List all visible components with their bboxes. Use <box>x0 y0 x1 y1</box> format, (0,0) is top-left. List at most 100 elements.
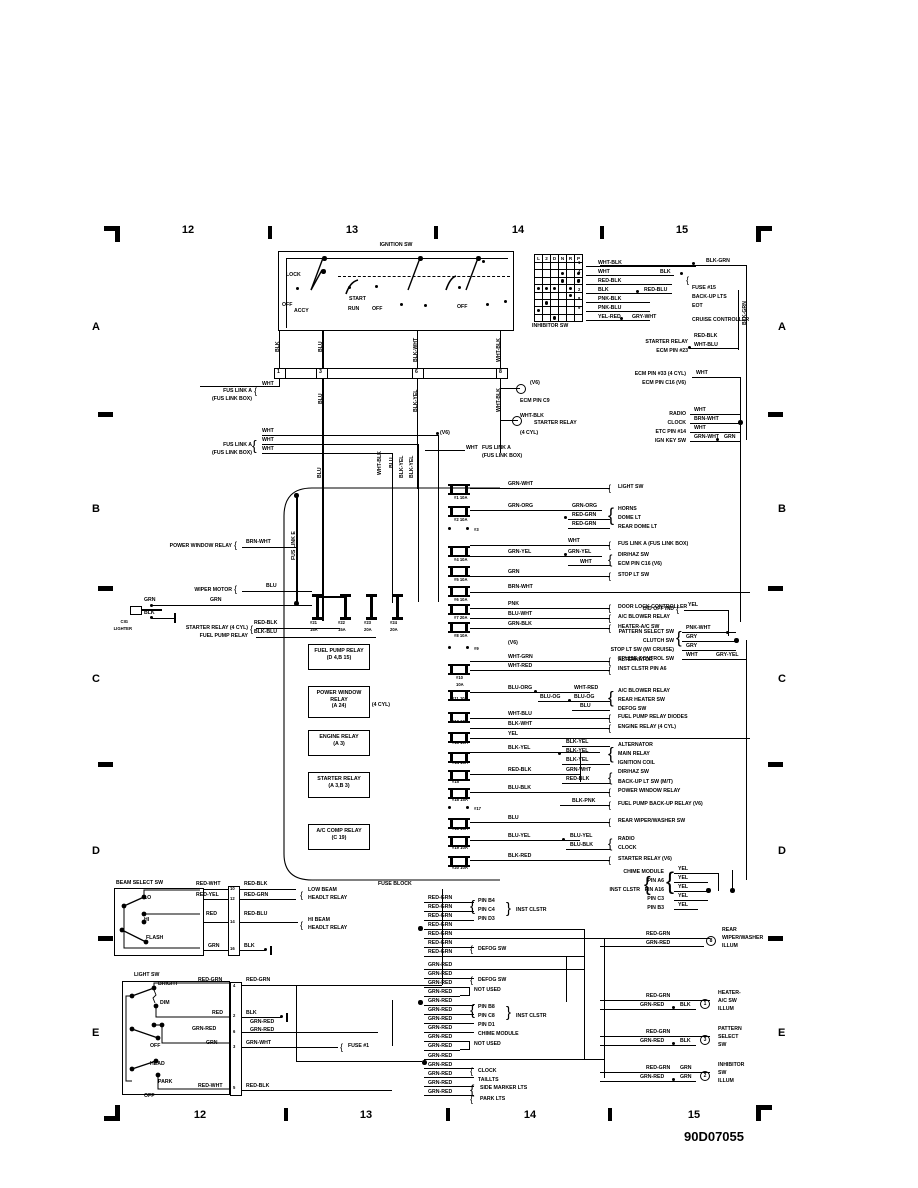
fuse7-wire: PNK <box>508 601 519 607</box>
big-fuse-24-amp: 20A <box>390 627 398 632</box>
clock-label: CLOCK <box>667 420 686 426</box>
fuse4-wht: WHT <box>580 559 592 565</box>
fuse2-dest-reardome: REAR DOME LT <box>618 524 658 530</box>
fuse-10-id: #10 <box>456 675 463 680</box>
inh-w7 <box>586 320 650 321</box>
brace-fuse15: { <box>686 275 690 285</box>
hi-beam-relay-1: HI BEAM <box>308 917 330 923</box>
fuse16-wire: BLU-BLK <box>508 785 532 791</box>
fuslinka-label-mid: FUS LINK A <box>482 445 511 451</box>
blkgrn-node <box>692 262 696 266</box>
fuse4-node <box>564 553 568 557</box>
ign-term-3-box <box>316 368 328 379</box>
ign-term-6-box <box>412 368 424 379</box>
inh-hdr-2: 2 <box>542 254 551 263</box>
inh-w4 <box>586 293 672 294</box>
brace-f1: { <box>608 483 612 493</box>
fuse2-redgrn-1: RED-GRN <box>572 512 597 518</box>
etc-wire: WHT <box>694 425 706 431</box>
light-out-3b: GRN-RED <box>250 1027 275 1033</box>
light-sw-box <box>122 981 230 1095</box>
splice-circle-1 <box>516 384 526 394</box>
ig-gr-6: GRN-RED <box>428 1007 453 1013</box>
light-out5-h <box>242 1090 392 1091</box>
fuse18-wire: BLU <box>508 815 519 821</box>
bottom-bus-v1 <box>584 929 585 1059</box>
fuse-9-label: #9 <box>474 646 479 651</box>
fuse14-b2: BLK-YEL <box>566 748 589 754</box>
ig-h21 <box>424 1086 474 1087</box>
grid-col-bot-14: 14 <box>523 1109 537 1121</box>
fuse15-dest: BACK-UP LT SW (M/T) <box>618 779 673 785</box>
fuse-blkpnk-h <box>560 805 610 806</box>
power-window-relay-label: POWER WINDOW RELAY <box>169 543 232 549</box>
inh-wire-wht: WHT <box>598 269 610 275</box>
fuslink-a-mid-sub: (FUS LINK BOX) <box>211 450 252 456</box>
pwr-window-h <box>242 547 298 548</box>
starter-relay-4cyl-label: STARTER RELAY (4 CYL) <box>185 625 248 631</box>
starter-relay-label: STARTER RELAY <box>645 339 688 345</box>
ig-h12 <box>424 1005 474 1006</box>
ig-gr-10: GRN-RED <box>428 1043 453 1049</box>
fuse14-b1: BLK-YEL <box>566 739 589 745</box>
light-out1-h <box>242 985 442 986</box>
blkgrn-vert-label: BLK-GRN <box>742 301 748 325</box>
fuse19-dest: RADIO <box>618 836 635 842</box>
ig-h5 <box>424 938 604 939</box>
right-mid-node <box>734 638 739 643</box>
inh-w1 <box>586 266 696 267</box>
fuse11-b3: BLU-OG <box>574 694 595 700</box>
inh-dest-cruise: CRUISE CONTROLLER <box>692 317 750 323</box>
grid-mark-left-1 <box>98 412 113 417</box>
fuse15-wire: RED-BLK <box>508 767 532 773</box>
fuse1-wire: GRN-WHT <box>508 481 534 487</box>
bottom-bus-v4 <box>392 1000 393 1046</box>
beam-out2-h <box>240 899 296 900</box>
brace-ig-a: { <box>470 898 476 915</box>
ign-pos-start: START <box>349 296 366 302</box>
fuse14-wire: BLK-YEL <box>508 745 531 751</box>
fuse11-b4: BLU <box>580 703 591 709</box>
fuse11-node1 <box>534 690 538 694</box>
chime-yel-2: YEL <box>678 875 689 881</box>
fuslink-a-top-wire: WHT <box>262 381 274 387</box>
wht-fuslink-dest: FUS LINK A (FUS LINK BOX) <box>618 541 689 547</box>
ecm-c9-h <box>500 388 520 389</box>
fuse-v6-note: (V6) <box>508 640 518 646</box>
fuslink-a-mid-label: FUS LINK A <box>223 442 252 448</box>
ecm-starter-h <box>500 420 518 421</box>
ig-gr-15: GRN-RED <box>428 1089 453 1095</box>
fuse14-b3: BLK-YEL <box>566 757 589 763</box>
fuse11-b1: WHT-RED <box>574 685 599 691</box>
ig-pin-c4: PIN C4 <box>478 907 495 913</box>
ign-contact-6 <box>348 286 352 290</box>
illum3-h1 <box>600 1036 710 1037</box>
fuse5-dest: STOP LT SW <box>618 572 650 578</box>
ig-rg-4: RED-GRN <box>428 922 453 928</box>
illum4-name-1: INHIBITOR <box>718 1062 745 1068</box>
ig-rg-5: RED-GRN <box>428 931 453 937</box>
relay-power-window-ref: (A 24) <box>331 703 347 710</box>
clutch-h <box>682 641 736 642</box>
fuse15-b1: GRN-WHT <box>566 767 592 773</box>
chime-pin-a16: PIN A16 <box>644 887 664 893</box>
brace-f5: { <box>608 571 612 581</box>
grid-row-right-e: E <box>778 1027 786 1039</box>
cig-gnd-v <box>174 613 176 623</box>
whtblk-label-mid: WHT-BLK <box>520 413 544 419</box>
ign-term-1-box <box>274 368 286 379</box>
illum4-redgrn: RED-GRN <box>646 1065 671 1071</box>
chime-yel-4: YEL <box>678 893 689 899</box>
cruise-control-sw-label: CRUISE CONTROL SW <box>617 656 674 662</box>
ig-gr-11: GRN-RED <box>428 1053 453 1059</box>
ign-drop-3 <box>322 379 324 621</box>
big-fuse-21-amp: 15A <box>310 627 318 632</box>
fuse15-b-h <box>562 783 610 784</box>
bus-label-whtblk: WHT-BLK <box>377 451 383 475</box>
fuse4-wire2: GRN-YEL <box>568 549 592 555</box>
ig-h4 <box>424 929 584 930</box>
wht-fuslink-w: WHT <box>568 538 580 544</box>
light-out-5: RED-BLK <box>246 1083 270 1089</box>
light-pin-6: 6 <box>233 1029 236 1034</box>
power-window-wire: BRN-WHT <box>246 539 271 545</box>
